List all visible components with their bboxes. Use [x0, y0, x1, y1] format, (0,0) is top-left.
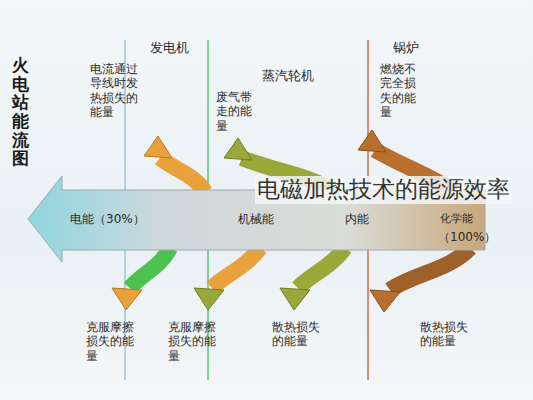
- loss-label: 蒸汽轮机: [262, 68, 332, 84]
- loss-label: 散热损失的能量: [420, 320, 472, 349]
- loss-label: 散热损失的能量: [272, 320, 324, 349]
- energy-label: 内能: [345, 212, 385, 226]
- loss-label: 电流通过导线时发热损失的能量: [90, 62, 142, 120]
- loss-arrowhead: [144, 136, 172, 158]
- loss-arrowhead: [194, 288, 224, 310]
- energy-label: 电能（30%）: [70, 212, 190, 226]
- loss-label: 克服摩擦损失的能量: [86, 320, 138, 363]
- loss-arrowhead: [370, 290, 400, 312]
- loss-arrowhead: [112, 288, 142, 310]
- loss-branch: [390, 248, 470, 290]
- diagram-title: 火电站能流图: [12, 56, 29, 168]
- loss-branch: [160, 158, 205, 192]
- loss-label: 锅炉: [393, 40, 433, 56]
- loss-branch: [212, 248, 260, 288]
- loss-label: 废气带走的能量: [216, 90, 258, 133]
- loss-branch: [298, 248, 345, 288]
- loss-label: 燃烧不完全损失的能量: [380, 62, 422, 120]
- loss-label: 发电机: [150, 40, 210, 56]
- loss-label: 克服摩擦损失的能量: [168, 320, 220, 363]
- watermark: 电磁加热技术的能源效率: [255, 176, 512, 204]
- loss-branch: [130, 248, 170, 288]
- loss-arrowhead: [358, 130, 386, 152]
- loss-arrowhead: [280, 288, 310, 310]
- energy-label: （100%）: [438, 230, 508, 244]
- energy-label: 化学能: [440, 212, 490, 225]
- energy-label: 机械能: [238, 212, 298, 226]
- loss-arrowhead: [224, 138, 252, 160]
